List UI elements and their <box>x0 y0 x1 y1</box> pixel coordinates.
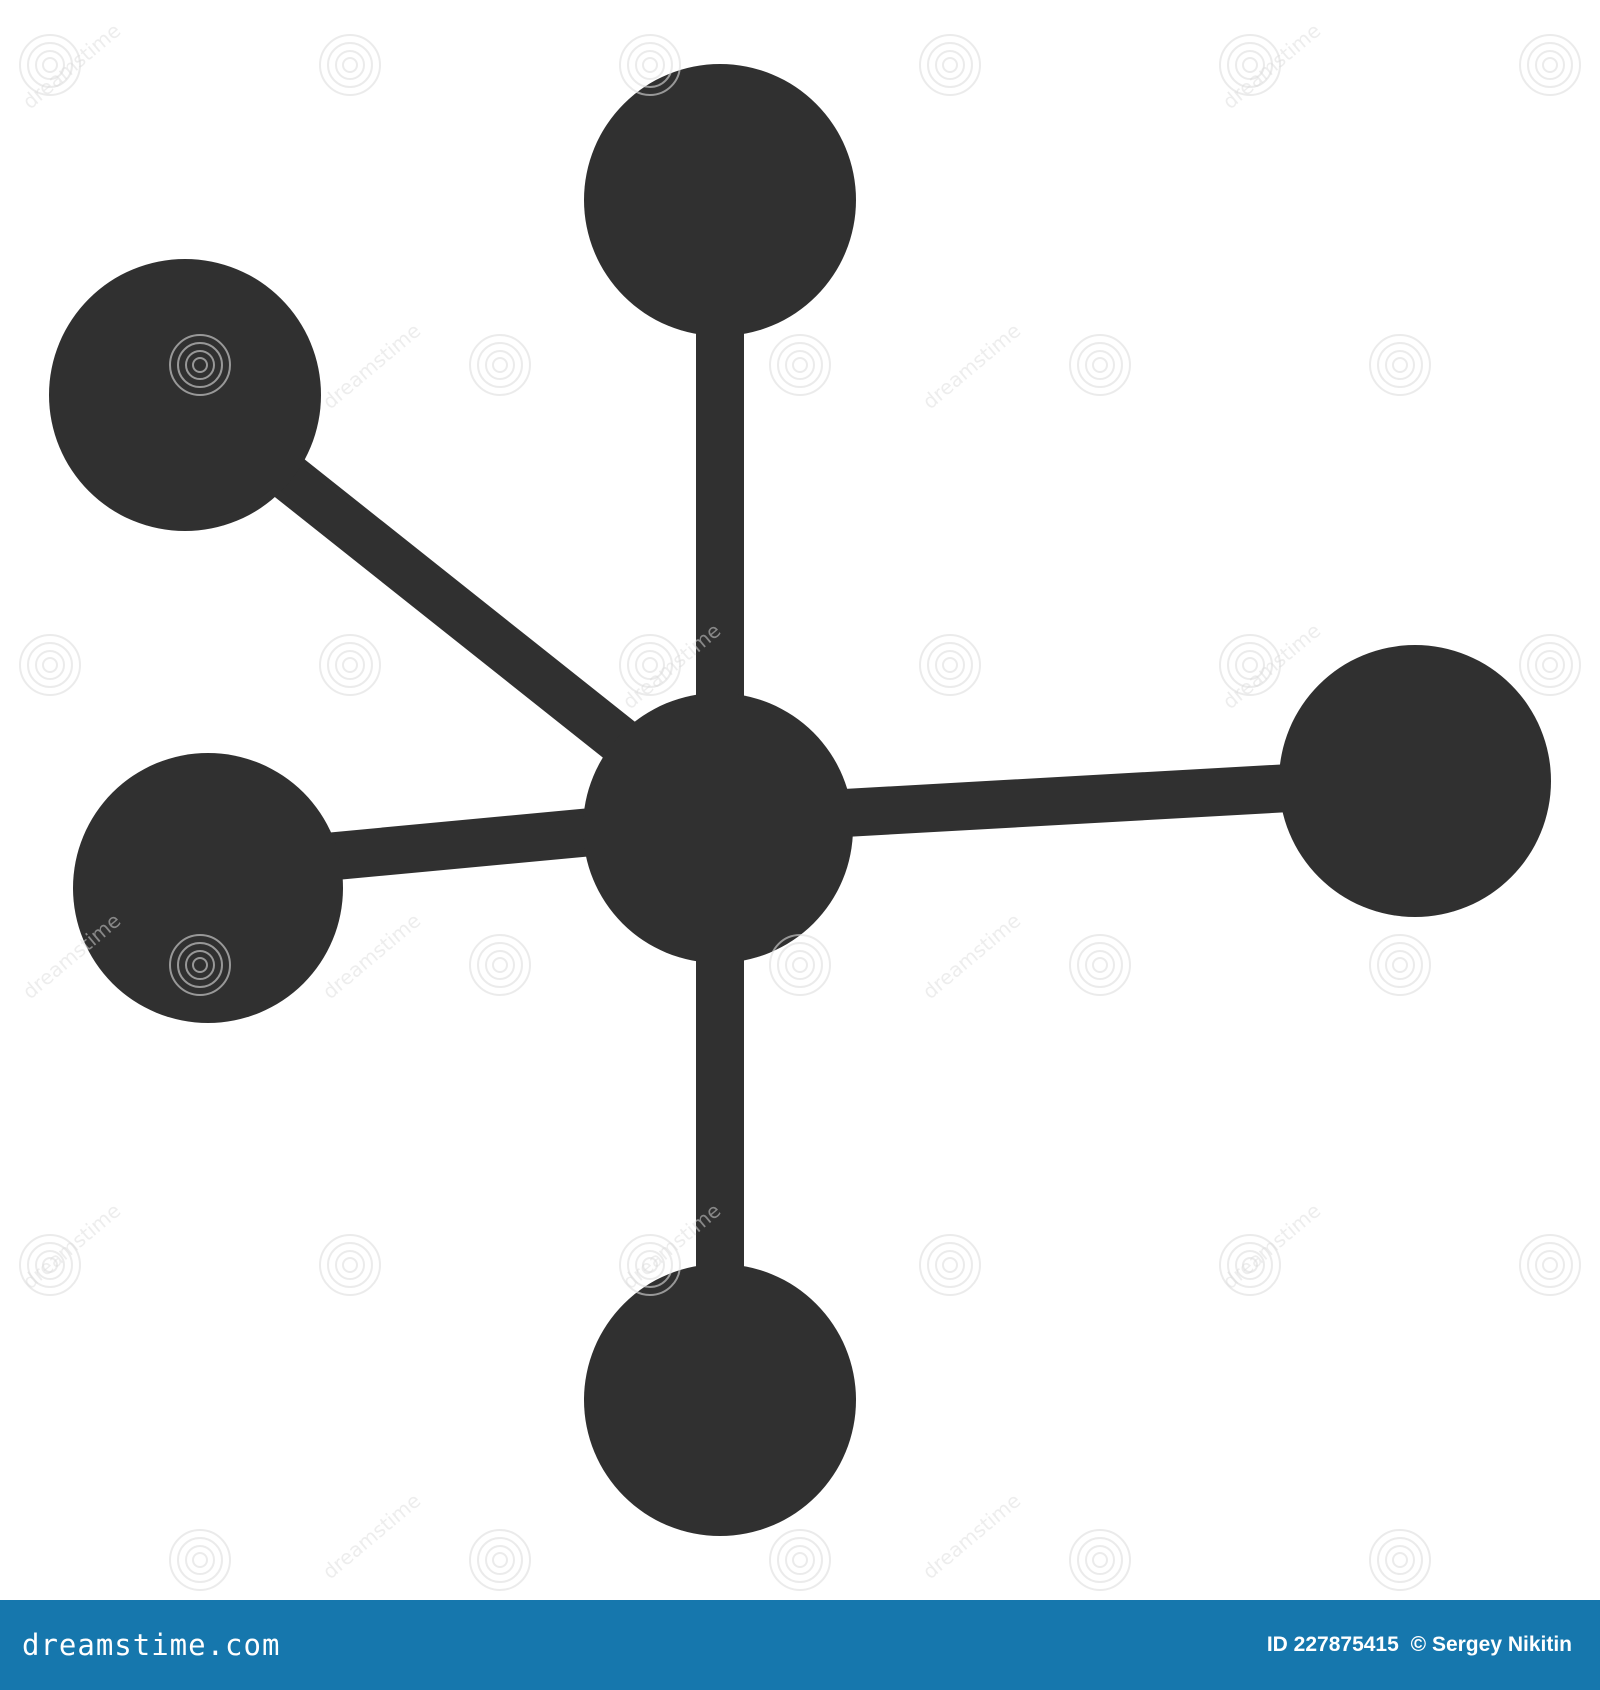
node-circles <box>49 64 1551 1536</box>
network-hub-icon <box>49 64 1551 1536</box>
right-node <box>1279 645 1551 917</box>
image-id: ID 227875415 <box>1266 1633 1399 1656</box>
image-credit: ID 227875415 © Sergey Nikitin <box>1267 1633 1572 1657</box>
top-node <box>584 64 856 336</box>
author-credit: © Sergey Nikitin <box>1410 1633 1572 1656</box>
bottom-node <box>584 1264 856 1536</box>
upper-left-node <box>49 259 321 531</box>
center-node <box>583 693 853 963</box>
left-node <box>73 753 343 1023</box>
brand-logo: dreamstime.com <box>22 1628 281 1662</box>
footer-bar: dreamstime.com ID 227875415 © Sergey Nik… <box>0 1600 1600 1690</box>
